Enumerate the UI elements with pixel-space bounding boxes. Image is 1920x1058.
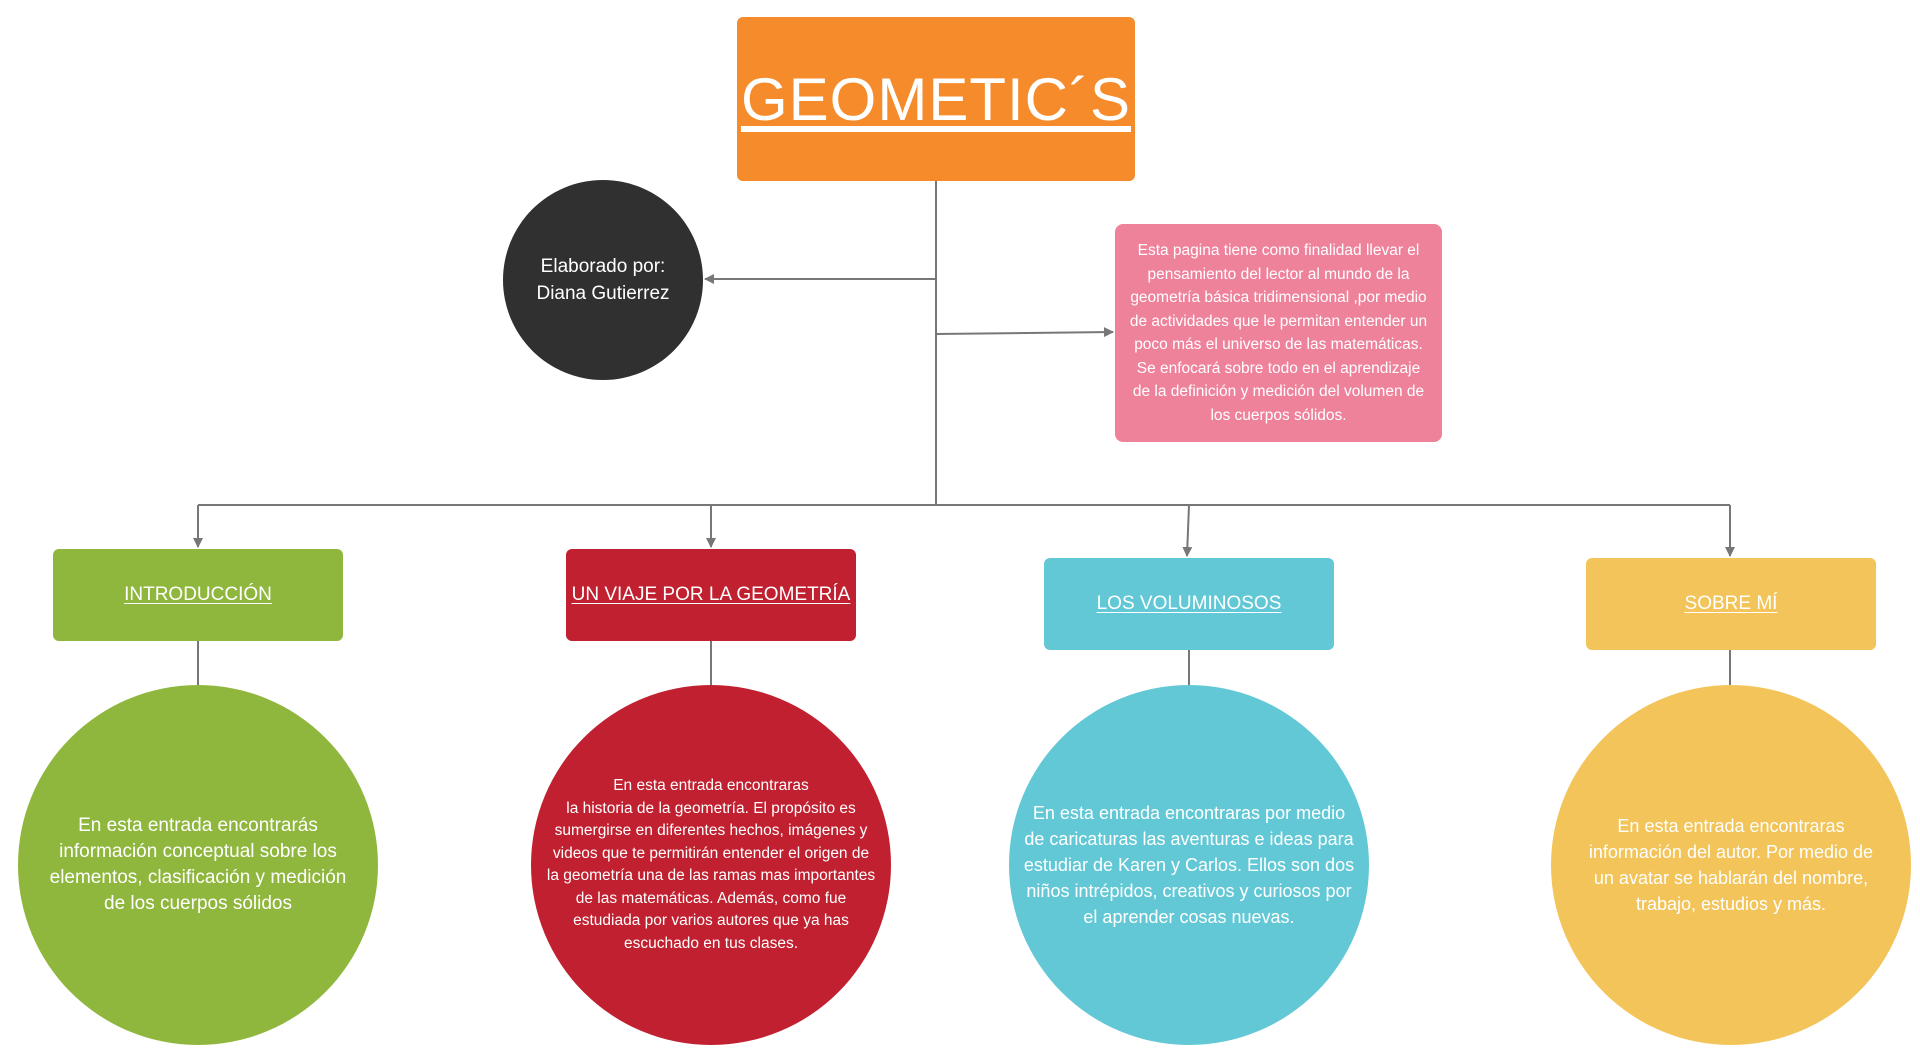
- author-circle: Elaborado por: Diana Gutierrez: [503, 180, 703, 380]
- description-voluminosos-circle: En esta entrada encontraras por medio de…: [1009, 685, 1369, 1045]
- purpose-text: Esta pagina tiene como finalidad llevar …: [1129, 242, 1428, 424]
- category-viaje-box[interactable]: UN VIAJE POR LA GEOMETRÍA: [566, 549, 856, 641]
- description-viaje-text: En esta entrada encontraras la historia …: [546, 777, 876, 952]
- description-sobre-mi-text: En esta entrada encontraras información …: [1588, 816, 1874, 914]
- title-box: GEOMETIC´S: [737, 17, 1135, 181]
- description-introduccion-circle: En esta entrada encontrarás información …: [18, 685, 378, 1045]
- purpose-box: Esta pagina tiene como finalidad llevar …: [1115, 224, 1442, 442]
- page-title: GEOMETIC´S: [740, 65, 1131, 133]
- purpose-connector: [935, 327, 1114, 338]
- author-text: Elaborado por: Diana Gutierrez: [536, 256, 670, 304]
- description-introduccion-text: En esta entrada encontrarás información …: [49, 815, 347, 914]
- category-introduccion-link[interactable]: INTRODUCCIÓN: [124, 584, 272, 605]
- category-sobre-mi-box[interactable]: SOBRE MÍ: [1586, 558, 1876, 650]
- description-voluminosos-text: En esta entrada encontraras por medio de…: [1023, 803, 1355, 927]
- drop-vol: [1182, 504, 1193, 557]
- description-sobre-mi-circle: En esta entrada encontraras información …: [1551, 685, 1911, 1045]
- category-viaje-link[interactable]: UN VIAJE POR LA GEOMETRÍA: [571, 584, 851, 605]
- category-voluminosos-link[interactable]: LOS VOLUMINOSOS: [1096, 593, 1282, 614]
- description-viaje-circle: En esta entrada encontraras la historia …: [531, 685, 891, 1045]
- category-sobre-mi-link[interactable]: SOBRE MÍ: [1684, 593, 1778, 614]
- category-introduccion-box[interactable]: INTRODUCCIÓN: [53, 549, 343, 641]
- category-voluminosos-box[interactable]: LOS VOLUMINOSOS: [1044, 558, 1334, 650]
